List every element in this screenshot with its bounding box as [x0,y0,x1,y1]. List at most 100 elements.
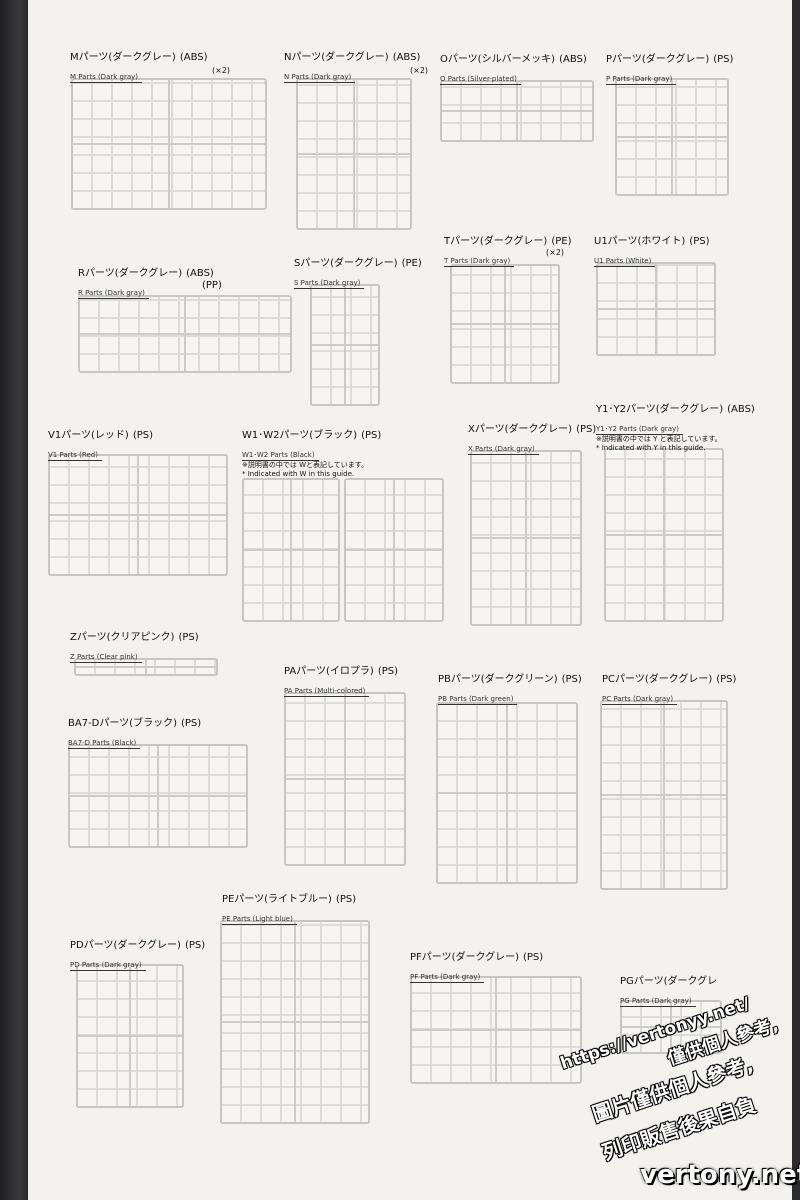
header-M: Mパーツ(ダークグレー)(ABS) M Parts (Dark gray) (×… [70,52,230,83]
sprue-PD [76,964,184,1108]
header-BA7D: BA7-Dパーツ(ブラック)(PS) BA7-D Parts (Black) [68,718,201,749]
material-tag: (ABS) [186,268,214,279]
part-name-en: S Parts (Dark gray) [294,279,365,289]
part-name-jp: PCパーツ(ダークグレー) [602,674,713,685]
watermark-brand: vertony.net [640,1160,800,1190]
part-name-en: O Parts (Silver-plated) [440,75,521,85]
part-name-en: T Parts (Dark gray) [444,257,515,267]
quantity-label: (×2) [546,248,565,257]
sprue-PG [620,1000,722,1054]
sprue-PC [600,700,728,890]
header-V1: V1パーツ(レッド)(PS) V1 Parts (Red) [48,430,153,461]
part-name-en: BA7-D Parts (Black) [68,739,141,749]
material-tag: (PS) [184,940,206,951]
part-name-en: P Parts (Dark gray) [606,75,677,85]
part-name-jp: Xパーツ(ダークグレー) [468,424,573,435]
note-en: * Indicated with Y in this guide. [596,444,706,452]
part-name-en: U1 Parts (White) [594,257,656,267]
header-Y: Y1･Y2パーツ(ダークグレー)(ABS) Y1･Y2 Parts (Dark … [596,404,755,453]
note-jp: ※説明書の中では Y と表記しています。 [596,435,722,443]
material-tag: (PS) [689,236,710,247]
material-tag: (PS) [132,430,153,441]
sprue-T [450,264,560,384]
part-name-jp: Oパーツ(シルバーメッキ) [440,54,556,65]
sprue-R [78,295,292,373]
header-X: Xパーツ(ダークグレー)(PS) X Parts (Dark gray) [468,424,596,455]
sprue-M [71,78,267,210]
material-tag: (PS) [335,894,357,905]
part-name-jp: U1パーツ(ホワイト) [594,236,686,247]
part-name-jp: PGパーツ(ダークグレ [620,976,718,987]
part-name-en: PG Parts (Dark gray) [620,997,696,1007]
material-tag: (ABS) [559,54,587,65]
header-PE: PEパーツ(ライトブルー)(PS) PE Parts (Light blue) [222,894,356,925]
part-name-jp: Tパーツ(ダークグレー) [444,236,548,247]
sprue-W2 [344,478,444,622]
header-PF: PFパーツ(ダークグレー) (PS) PF Parts (Dark gray) [410,952,543,983]
part-name-jp: PAパーツ(イロプラ) [284,666,374,677]
part-name-en: N Parts (Dark gray) [284,73,356,83]
header-O: Oパーツ(シルバーメッキ)(ABS) O Parts (Silver-plate… [440,54,587,85]
part-name-en: M Parts (Dark gray) [70,73,143,83]
header-P: Pパーツ(ダークグレー)(PS) P Parts (Dark gray) [606,54,733,85]
part-name-jp: Sパーツ(ダークグレー) [294,258,398,269]
part-name-jp: BA7-Dパーツ(ブラック) [68,718,177,729]
part-name-jp: W1･W2パーツ(ブラック) [242,430,358,441]
part-name-jp: Pパーツ(ダークグレー) [606,54,710,65]
instruction-page: Mパーツ(ダークグレー)(ABS) M Parts (Dark gray) (×… [28,0,800,1200]
header-S: Sパーツ(ダークグレー)(PE) S Parts (Dark gray) [294,258,422,289]
material-tag: (PE) [551,236,572,247]
sprue-P [615,78,729,196]
part-name-jp: Zパーツ(クリアピンク) [70,632,175,643]
part-name-jp: PFパーツ(ダークグレー) [410,952,519,963]
part-name-jp: Mパーツ(ダークグレー) [70,52,176,63]
part-name-en: PF Parts (Dark gray) [410,973,485,983]
material-tag: (PS) [576,424,597,435]
sprue-V1 [48,454,228,576]
note-en: * Indicated with W in this guide. [242,470,355,478]
header-T: Tパーツ(ダークグレー)(PE) T Parts (Dark gray) (×2… [444,236,571,267]
material-tag: (PS) [523,952,544,963]
sprue-BA7D [68,744,248,848]
part-name-jp: Nパーツ(ダークグレー) [284,52,389,63]
header-W: W1･W2パーツ(ブラック)(PS) W1･W2 Parts (Black) ※… [242,430,381,479]
header-U1: U1パーツ(ホワイト)(PS) U1 Parts (White) [594,236,709,267]
part-name-en: V1 Parts (Red) [48,451,102,461]
sprue-O [440,80,594,142]
part-name-en: W1･W2 Parts (Black) [242,451,319,461]
sprue-X [470,450,582,626]
material-tag: (PS) [561,674,582,685]
part-name-en: PE Parts (Light blue) [222,915,297,925]
material-tag: (PS) [716,674,737,685]
material-tag-secondary: (PP) [202,280,222,291]
material-tag: (PE) [401,258,422,269]
header-PB: PBパーツ(ダークグリーン)(PS) PB Parts (Dark green) [438,674,582,705]
material-tag: (ABS) [727,404,755,415]
quantity-label: (×2) [212,66,231,75]
sprue-Y [604,448,724,622]
part-name-en: X Parts (Dark gray) [468,445,539,455]
part-name-jp: PBパーツ(ダークグリーン) [438,674,558,685]
sprue-U1 [596,262,716,356]
part-name-jp: Y1･Y2パーツ(ダークグレー) [596,404,724,415]
sprue-PF [410,976,582,1084]
part-name-en: R Parts (Dark gray) [78,289,149,299]
part-name-en: PD Parts (Dark gray) [70,961,146,971]
part-name-en: Z Parts (Clear pink) [70,653,142,663]
header-Z: Zパーツ(クリアピンク)(PS) Z Parts (Clear pink) [70,632,199,663]
material-tag: (ABS) [392,52,421,63]
material-tag: (PS) [377,666,399,677]
quantity-label: (×2) [410,66,429,75]
note-jp: ※説明書の中では Wと表記しています。 [242,461,369,469]
sprue-PE [220,920,370,1124]
part-name-jp: V1パーツ(レッド) [48,430,129,441]
sprue-PA [284,692,406,866]
sprue-N [296,78,412,230]
material-tag: (ABS) [179,52,208,63]
header-PD: PDパーツ(ダークグレー)(PS) PD Parts (Dark gray) [70,940,205,971]
part-name-en: PC Parts (Dark gray) [602,695,678,705]
header-R: Rパーツ(ダークグレー)(ABS) R Parts (Dark gray) (P… [78,268,222,299]
part-name-en: Y1･Y2 Parts (Dark gray) [596,425,683,435]
material-tag: (PS) [361,430,382,441]
header-N: Nパーツ(ダークグレー)(ABS) N Parts (Dark gray) (×… [284,52,428,83]
